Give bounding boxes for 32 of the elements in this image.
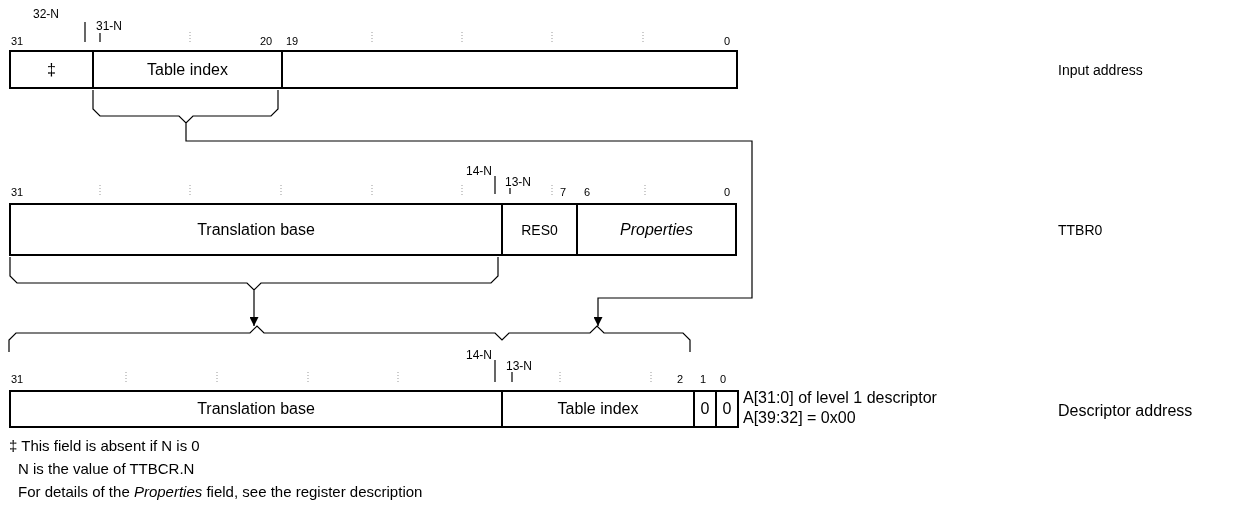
bit-field: ‡ <box>9 50 94 89</box>
bit-field: RES0 <box>501 203 578 256</box>
bit-number: 20 <box>260 36 273 47</box>
bit-number: 13-N <box>506 360 532 372</box>
bit-field: Properties <box>576 203 737 256</box>
bit-number: 6 <box>584 187 591 198</box>
bit-number: 31-N <box>96 20 122 32</box>
bracket-arrow <box>92 89 753 327</box>
bit-field: Translation base <box>9 390 503 428</box>
description-text: A[31:0] of level 1 descriptor <box>743 390 937 406</box>
bit-number: 7 <box>560 187 567 198</box>
bit-number: 14-N <box>466 165 492 177</box>
row-label: TTBR0 <box>1058 223 1103 237</box>
bit-number: 32-N <box>33 8 59 20</box>
bit-field: Table index <box>501 390 695 428</box>
bit-field: Translation base <box>9 203 503 256</box>
bit-number: 13-N <box>505 176 531 188</box>
bracket-arrow <box>9 256 499 327</box>
bit-number: 14-N <box>466 349 492 361</box>
footnote: For details of the Properties field, see the register description <box>18 484 423 499</box>
bit-number: 2 <box>677 374 684 385</box>
bit-field: 0 <box>693 390 717 428</box>
bit-field: 0 <box>715 390 739 428</box>
bit-number: 1 <box>700 374 707 385</box>
bit-field <box>281 50 738 89</box>
footnote: N is the value of TTBCR.N <box>18 461 195 476</box>
bit-number: 0 <box>720 374 727 385</box>
row-label: Descriptor address <box>1058 403 1193 419</box>
description-text: A[39:32] = 0x00 <box>743 410 856 426</box>
row-label: Input address <box>1058 63 1143 77</box>
bit-field: Table index <box>92 50 283 89</box>
bit-number: 19 <box>286 36 299 47</box>
